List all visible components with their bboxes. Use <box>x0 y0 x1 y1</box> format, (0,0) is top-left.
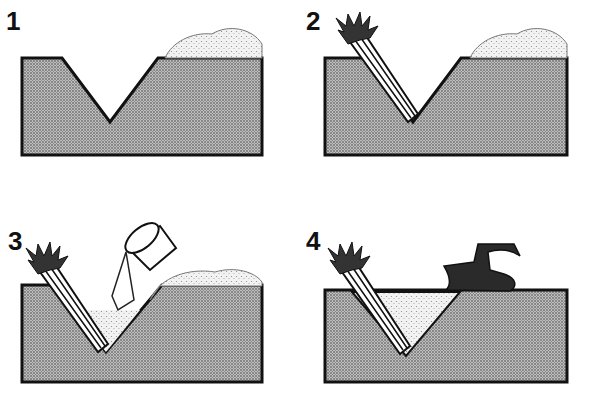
cutting-leaves <box>336 12 378 44</box>
panel-place-cuttings <box>325 12 567 155</box>
ground-block <box>22 285 262 382</box>
cutting-stems <box>45 268 105 348</box>
cutting-bundle <box>40 266 108 352</box>
step-number: 2 <box>306 8 320 34</box>
step-number: 4 <box>306 228 320 254</box>
cutting-stems <box>347 268 407 350</box>
bucket-rim <box>120 217 163 258</box>
panel-water-backfill <box>22 217 262 382</box>
step-number: 1 <box>6 8 20 34</box>
cutting-stems <box>355 38 415 118</box>
cutting-leaves <box>328 242 370 274</box>
ground-block <box>22 58 262 155</box>
ground-block <box>325 290 567 382</box>
soil-mound <box>470 29 567 58</box>
cutting-leaves <box>26 242 68 274</box>
panel-firm-soil <box>325 242 567 382</box>
cutting-bundle <box>342 266 410 354</box>
panel-dig-trench <box>22 29 262 155</box>
cutting-bundle <box>350 36 418 122</box>
step-number: 3 <box>8 228 22 254</box>
soil-mound <box>150 270 262 300</box>
water-stream <box>112 252 134 310</box>
ground-block <box>325 58 567 155</box>
boot <box>444 244 520 291</box>
soil-mound <box>165 29 262 58</box>
